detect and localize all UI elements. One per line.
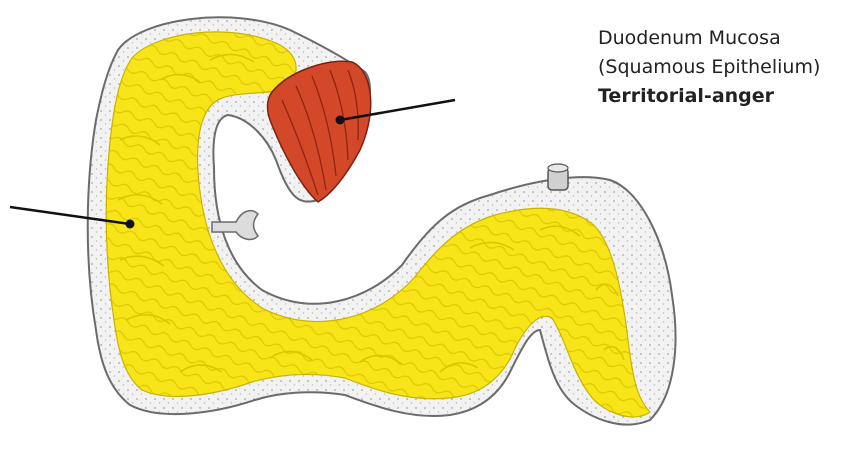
label-duodenum-mucosa: Duodenum Mucosa bbox=[598, 24, 848, 53]
leader-dot-mucosa bbox=[126, 220, 135, 229]
leader-dot-epithelium bbox=[336, 116, 345, 125]
label-territorial-anger: Territorial-anger bbox=[598, 82, 848, 111]
squamous-epithelium-region bbox=[268, 61, 371, 202]
label-squamous-epithelium: (Squamous Epithelium) bbox=[598, 53, 848, 82]
label-block: Duodenum Mucosa (Squamous Epithelium) Te… bbox=[598, 24, 848, 111]
wall-stub bbox=[548, 164, 568, 190]
leader-lines bbox=[10, 100, 455, 229]
